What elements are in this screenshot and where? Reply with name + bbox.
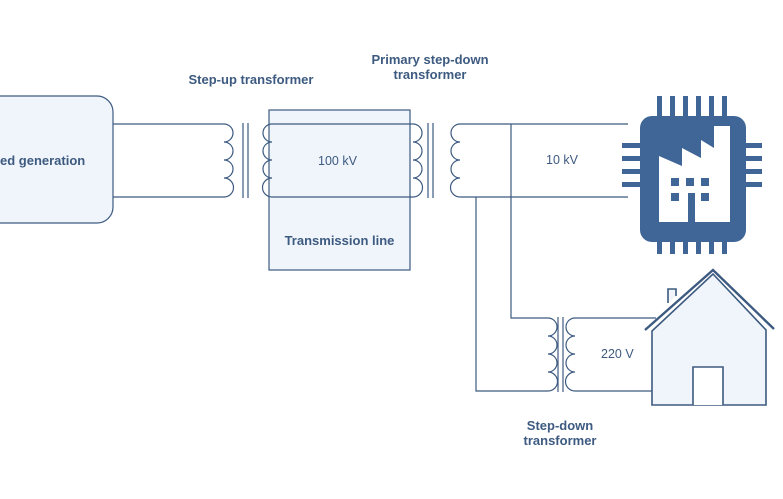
transmission-line-box bbox=[268, 109, 411, 271]
house-icon bbox=[644, 268, 775, 406]
step-down-primary-coil bbox=[547, 317, 559, 392]
primary-step-down-transformer-label: Primary step-down transformer bbox=[371, 52, 489, 82]
generation-label: ed generation bbox=[0, 153, 86, 168]
voltage-220v-label: 220 V bbox=[601, 347, 634, 361]
step-up-transformer bbox=[223, 123, 273, 198]
primary-sd-secondary-coil bbox=[449, 123, 461, 198]
wire-branch-outer bbox=[475, 197, 548, 392]
step-up-secondary-coil bbox=[261, 123, 273, 198]
step-down-transformer-label: Step-down transformer bbox=[523, 418, 597, 448]
step-down-transformer bbox=[547, 317, 576, 392]
primary-sd-primary-coil bbox=[412, 123, 424, 198]
primary-step-down-transformer bbox=[412, 123, 461, 198]
step-down-secondary-coil bbox=[564, 317, 576, 392]
voltage-100kv-label: 100 kV bbox=[318, 154, 357, 168]
factory-chip-icon bbox=[622, 96, 762, 254]
step-up-transformer-label: Step-up transformer bbox=[188, 72, 314, 87]
step-up-primary-coil bbox=[223, 123, 235, 198]
transmission-line-label: Transmission line bbox=[284, 233, 395, 248]
voltage-10kv-label: 10 kV bbox=[546, 153, 578, 167]
wire-branch-inner bbox=[510, 124, 548, 319]
generation-box bbox=[0, 95, 114, 224]
